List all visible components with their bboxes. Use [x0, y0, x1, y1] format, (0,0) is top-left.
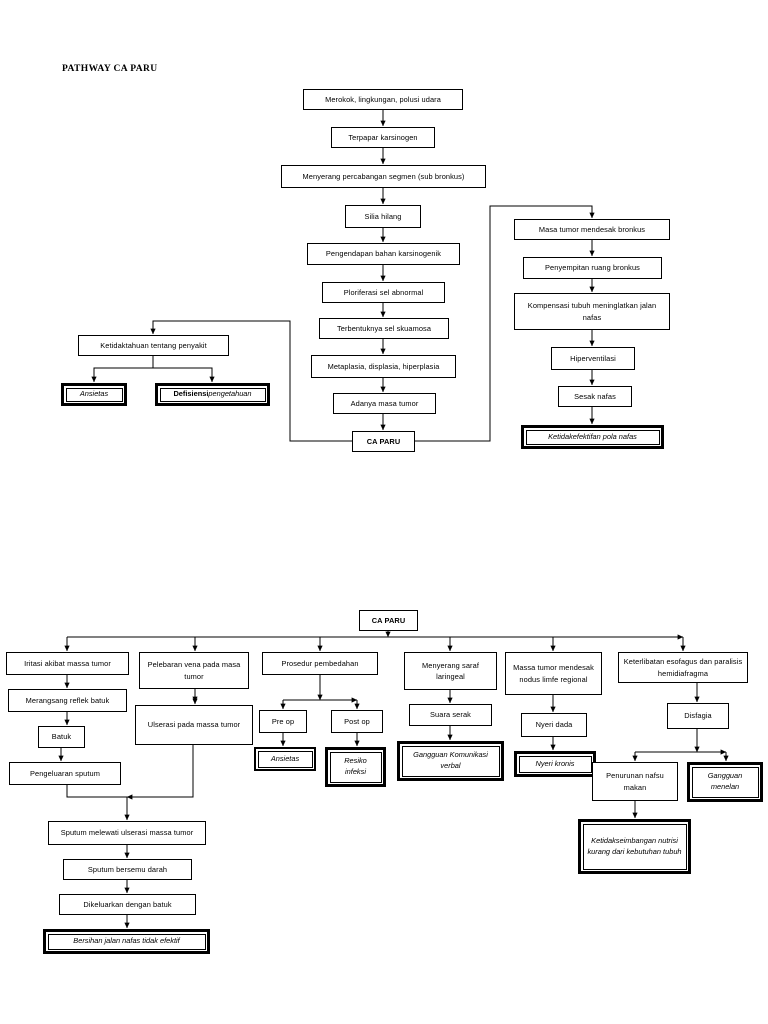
- node-disfagia: Disfagia: [667, 703, 729, 729]
- diagnosis-defisiensi-pengetahuan-label: Defisiensi pengetahuan: [159, 387, 266, 402]
- node-pengeluaran-sputum: Pengeluaran sputum: [9, 762, 121, 785]
- node-dikeluarkan-dengan-batuk: Dikeluarkan dengan batuk: [59, 894, 196, 915]
- diagnosis-ansietas-top: Ansietas: [61, 383, 127, 406]
- diagnosis-gangguan-menelan-label: Gangguan menelan: [691, 766, 759, 798]
- diagnosis-ansietas-bottom-label: Ansietas: [257, 750, 313, 768]
- node-kompensasi-tubuh: Kompensasi tubuh meninglatkan jalan nafa…: [514, 293, 670, 330]
- diagnosis-bersihan-label: Bersihan jalan nafas tidak efektif: [47, 933, 206, 950]
- diagnosis-ketidakefektifan-label: Ketidakefektifan pola nafas: [525, 429, 660, 445]
- node-keterlibatan-esofagus: Keterlibatan esofagus dan paralisis hemi…: [618, 652, 748, 683]
- defisiensi-word: Defisiensi: [173, 389, 209, 399]
- node-masa-tumor-mendesak-bronkus: Masa tumor mendesak bronkus: [514, 219, 670, 240]
- node-prosedur-pembedahan: Prosedur pembedahan: [262, 652, 378, 675]
- diagnosis-resiko-infeksi-label: Resiko infeksi: [329, 751, 382, 783]
- node-nyeri-dada: Nyeri dada: [521, 713, 587, 737]
- node-menyerang-saraf-laringeal: Menyerang saraf laringeal: [404, 652, 497, 690]
- node-ca-paru-bottom: CA PARU: [359, 610, 418, 631]
- page-title: PATHWAY CA PARU: [62, 64, 158, 74]
- node-ulserasi-massa-tumor: Ulserasi pada massa tumor: [135, 705, 253, 745]
- node-penurunan-nafsu-makan: Penurunan nafsu makan: [592, 762, 678, 801]
- node-iritasi-massa-tumor: Iritasi akibat massa tumor: [6, 652, 129, 675]
- diagnosis-defisiensi-pengetahuan: Defisiensi pengetahuan: [155, 383, 270, 406]
- node-suara-serak: Suara serak: [409, 704, 492, 726]
- node-menyerang-percabangan: Menyerang percabangan segmen (sub bronku…: [281, 165, 486, 188]
- node-hiperventilasi: Hiperventilasi: [551, 347, 635, 370]
- pengetahuan-word: pengetahuan: [208, 389, 252, 399]
- node-terbentuknya-skuamosa: Terbentuknya sel skuamosa: [319, 318, 449, 339]
- diagnosis-ketidakefektifan-pola-nafas: Ketidakefektifan pola nafas: [521, 425, 664, 449]
- node-ca-paru-top: CA PARU: [352, 431, 415, 452]
- diagnosis-ketidakseimbangan-nutrisi: Ketidakseimbangan nutrisi kurang dari ke…: [578, 819, 691, 874]
- diagnosis-bersihan-jalan-nafas: Bersihan jalan nafas tidak efektif: [43, 929, 210, 954]
- node-pengendapan: Pengendapan bahan karsinogenik: [307, 243, 460, 265]
- node-merokok: Merokok, lingkungan, polusi udara: [303, 89, 463, 110]
- diagnosis-gangguan-menelan: Gangguan menelan: [687, 762, 763, 802]
- node-sputum-melewati-ulserasi: Sputum melewati ulserasi massa tumor: [48, 821, 206, 845]
- node-post-op: Post op: [331, 710, 383, 733]
- node-batuk: Batuk: [38, 726, 85, 748]
- diagnosis-gangguan-komunikasi-label: Gangguan Komunikasi verbal: [401, 745, 500, 777]
- node-penyempitan-bronkus: Penyempitan ruang bronkus: [523, 257, 662, 279]
- diagnosis-ketidakseimbangan-label: Ketidakseimbangan nutrisi kurang dari ke…: [582, 823, 687, 870]
- node-adanya-masa-tumor: Adanya masa tumor: [333, 393, 436, 414]
- node-pelebaran-vena: Pelebaran vena pada masa tumor: [139, 652, 249, 689]
- node-merangsang-reflek-batuk: Merangsang reflek batuk: [8, 689, 127, 712]
- node-ploriferasi: Ploriferasi sel abnormal: [322, 282, 445, 303]
- diagnosis-resiko-infeksi: Resiko infeksi: [325, 747, 386, 787]
- node-ketidaktahuan: Ketidaktahuan tentang penyakit: [78, 335, 229, 356]
- node-terpapar-karsinogen: Terpapar karsinogen: [331, 127, 435, 148]
- node-metaplasia: Metaplasia, displasia, hiperplasia: [311, 355, 456, 378]
- diagnosis-nyeri-kronis-label: Nyeri kronis: [518, 755, 592, 773]
- diagnosis-nyeri-kronis: Nyeri kronis: [514, 751, 596, 777]
- node-pre-op: Pre op: [259, 710, 307, 733]
- diagnosis-ansietas-bottom: Ansietas: [254, 747, 316, 771]
- diagnosis-gangguan-komunikasi-verbal: Gangguan Komunikasi verbal: [397, 741, 504, 781]
- node-silia-hilang: Silia hilang: [345, 205, 421, 228]
- node-sputum-bersemu-darah: Sputum bersemu darah: [63, 859, 192, 880]
- node-massa-tumor-nodus-limfe: Massa tumor mendesak nodus limfe regiona…: [505, 652, 602, 695]
- node-sesak-nafas: Sesak nafas: [558, 386, 632, 407]
- diagnosis-ansietas-top-label: Ansietas: [65, 387, 123, 402]
